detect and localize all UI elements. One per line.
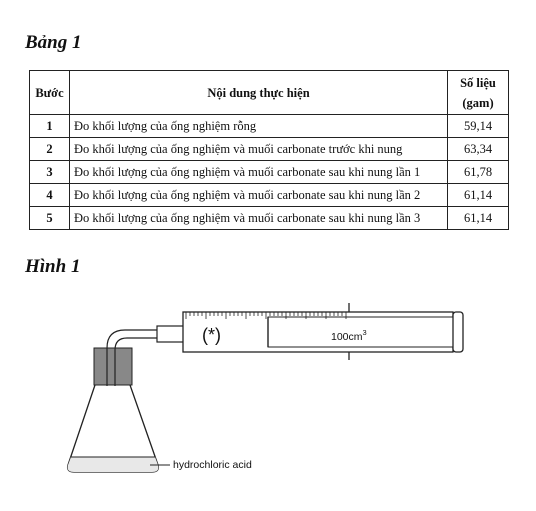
header-content: Nội dung thực hiện	[69, 70, 448, 115]
row-value: 63,34	[447, 137, 509, 161]
volume-label: 100cm3	[331, 328, 367, 343]
acid-label: hydrochloric acid	[173, 459, 252, 471]
table-row: 4 Đo khối lượng của ống nghiệm và muối c…	[29, 183, 509, 207]
row-step: 5	[29, 206, 70, 230]
figure-caption: Hình 1	[25, 256, 81, 277]
table-row: 3 Đo khối lượng của ống nghiệm và muối c…	[29, 160, 509, 184]
volume-exponent: 3	[363, 328, 367, 337]
row-content: Đo khối lượng của ống nghiệm và muối car…	[69, 183, 448, 207]
table-row: 1 Đo khối lượng của ống nghiệm rỗng 59,1…	[29, 114, 509, 138]
header-data-unit: (gam)	[462, 95, 494, 110]
apparatus-figure: (*) 100cm3 hydrochloric acid	[66, 303, 464, 473]
row-content: Đo khối lượng của ống nghiệm và muối car…	[69, 206, 448, 230]
rubber-stopper	[93, 347, 133, 386]
table-caption: Bảng 1	[25, 32, 82, 53]
row-step: 4	[29, 183, 70, 207]
syringe-mark: (*)	[202, 325, 221, 345]
header-step: Bước	[29, 70, 70, 115]
row-value: 59,14	[447, 114, 509, 138]
table-row: 5 Đo khối lượng của ống nghiệm và muối c…	[29, 206, 509, 230]
row-step: 1	[29, 114, 70, 138]
table-row: 2 Đo khối lượng của ống nghiệm và muối c…	[29, 137, 509, 161]
volume-unit: cm	[349, 331, 363, 343]
header-data: Số liệu (gam)	[447, 70, 509, 115]
row-content: Đo khối lượng của ống nghiệm và muối car…	[69, 137, 448, 161]
delivery-tube	[106, 329, 163, 386]
row-step: 3	[29, 160, 70, 184]
gas-syringe	[182, 303, 464, 360]
row-value: 61,14	[447, 206, 509, 230]
row-value: 61,14	[447, 183, 509, 207]
syringe-scale	[185, 312, 347, 319]
row-content: Đo khối lượng của ống nghiệm và muối car…	[69, 160, 448, 184]
volume-number: 100	[331, 331, 349, 343]
row-value: 61,78	[447, 160, 509, 184]
tube-connector	[156, 325, 186, 343]
acid-liquid	[67, 456, 159, 472]
data-table: Bước Nội dung thực hiện Số liệu (gam) 1 …	[29, 70, 509, 230]
row-step: 2	[29, 137, 70, 161]
header-data-label: Số liệu	[460, 75, 496, 90]
table-header-row: Bước Nội dung thực hiện Số liệu (gam)	[29, 70, 509, 115]
row-content: Đo khối lượng của ống nghiệm rỗng	[69, 114, 448, 138]
